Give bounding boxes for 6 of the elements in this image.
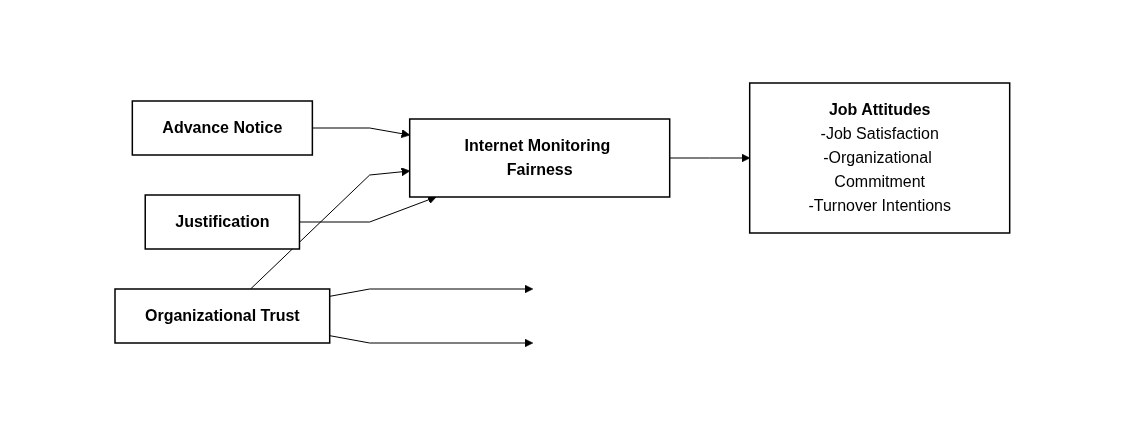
arrow [249,167,410,290]
node-box: Internet Monitoring Fairness [408,118,671,198]
node-box: Advance Notice [131,100,313,156]
node-box: Job Attitudes -Job Satisfaction -Organizational Commitment -Turnover Intentions [748,82,1011,234]
node-box: Organizational Trust [113,288,331,344]
node-box: Justification [144,194,300,250]
